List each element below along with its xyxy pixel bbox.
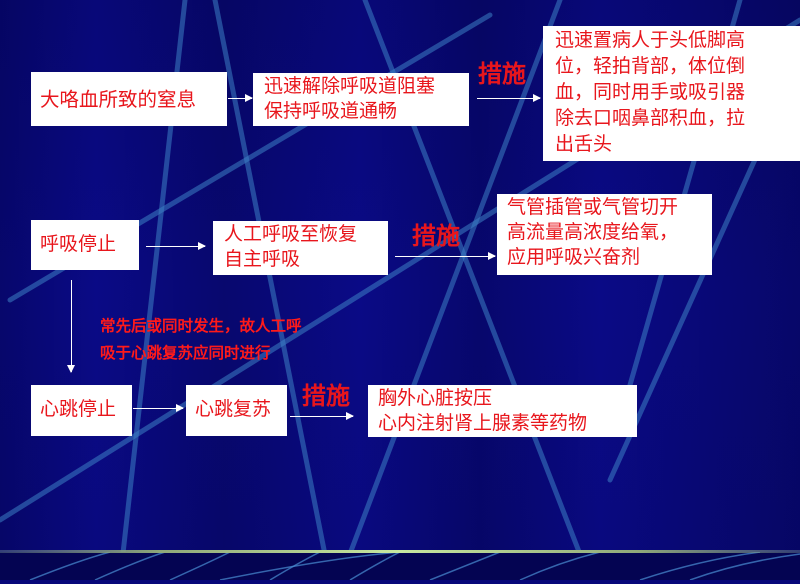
measure-label-row3: 措施 xyxy=(302,381,350,410)
arrow-respiratory-to-cardiac xyxy=(67,280,75,373)
box-hemoptysis-asphyxia: 大咯血所致的窒息 xyxy=(31,72,227,126)
arrow-row1-principle-to-measures xyxy=(477,94,541,102)
box-artificial-respiration: 人工呼吸至恢复 自主呼吸 xyxy=(213,221,388,275)
box-row3-measures: 胸外心脏按压 心内注射肾上腺素等药物 xyxy=(368,385,637,437)
box-clear-airway: 迅速解除呼吸道阻塞 保持呼吸道通畅 xyxy=(253,73,469,126)
box-cardiac-arrest: 心跳停止 xyxy=(31,385,132,436)
measure-label-row1: 措施 xyxy=(478,59,526,88)
box-cardiac-resuscitation: 心跳复苏 xyxy=(186,385,287,436)
measure-label-row2: 措施 xyxy=(412,221,460,250)
arrow-row1-cause-to-principle xyxy=(228,94,253,102)
arrow-row2-cause-to-principle xyxy=(146,242,206,250)
footer-lines-decoration xyxy=(29,551,800,581)
footer-divider xyxy=(0,550,800,553)
footer-band xyxy=(0,551,800,581)
box-respiratory-arrest: 呼吸停止 xyxy=(31,220,139,270)
simultaneous-note: 常先后或同时发生，故人工呼 吸于心跳复苏应同时进行 xyxy=(100,316,302,362)
arrow-row3-cause-to-principle xyxy=(133,404,184,412)
box-row2-measures: 气管插管或气管切开 高流量高浓度给氧， 应用呼吸兴奋剂 xyxy=(497,194,712,275)
arrow-row2-principle-to-measures xyxy=(395,252,496,260)
arrow-row3-principle-to-measures xyxy=(290,412,354,420)
box-row1-measures: 迅速置病人于头低脚高 位，轻拍背部，体位倒 血，同时用手或吸引器 除去口咽鼻部积… xyxy=(543,26,800,161)
